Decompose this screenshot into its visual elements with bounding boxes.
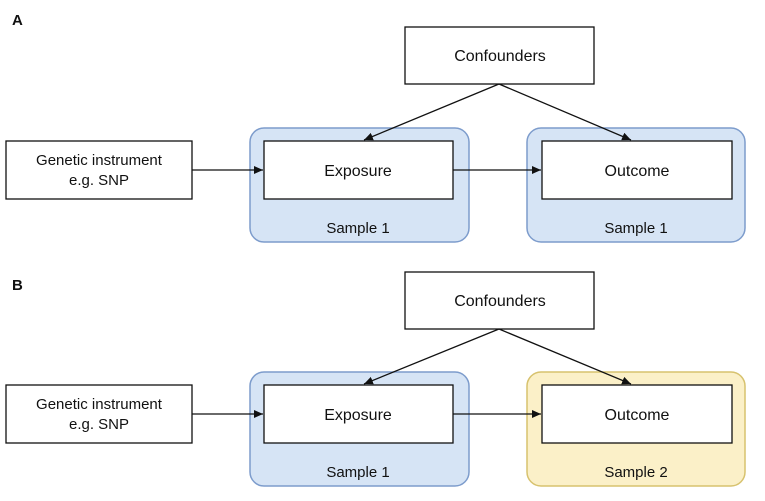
panel-a-instrument-label-line1: Genetic instrument: [36, 152, 163, 169]
panel-a-outcome-box: [541, 140, 733, 200]
panel-a-arrow-confounders-exposure: [363, 83, 500, 141]
panel-b-instrument-label-line2: e.g. SNP: [69, 416, 129, 433]
panel-a-outcome-sample-label: Sample 1: [604, 220, 667, 237]
panel-a-outcome-label: Outcome: [605, 163, 670, 180]
panel-a-exposure-sample-label: Sample 1: [326, 220, 389, 237]
panel-a-instrument-box: [5, 140, 193, 200]
panel-b-outcome-label: Outcome: [605, 407, 670, 424]
panel-b-exposure-box: [263, 384, 454, 444]
panel-b-exposure-sample-label: Sample 1: [326, 464, 389, 481]
panel-b-arrow-confounders-exposure: [363, 328, 500, 385]
panel-b-outcome-sample-label: Sample 2: [604, 464, 667, 481]
panel-b-arrow-confounders-outcome: [498, 328, 632, 385]
panel-b-letter: B: [12, 277, 23, 294]
panel-a: A Confounders Genetic instrument e.g. SN…: [5, 12, 746, 243]
panel-b-instrument-label-line1: Genetic instrument: [36, 396, 163, 413]
panel-b-instrument-box: [5, 384, 193, 444]
panel-b-confounders-box: [404, 271, 595, 330]
panel-a-letter: A: [12, 12, 23, 29]
panel-b-outcome-box: [541, 384, 733, 444]
panel-a-exposure-label: Exposure: [324, 163, 392, 180]
panel-a-instrument-label-line2: e.g. SNP: [69, 172, 129, 189]
panel-b: B Confounders Genetic instrument e.g. SN…: [5, 271, 746, 487]
panel-b-exposure-label: Exposure: [324, 407, 392, 424]
panel-a-arrow-confounders-outcome: [498, 83, 632, 141]
panel-a-confounders-label: Confounders: [454, 48, 546, 65]
panel-b-confounders-label: Confounders: [454, 293, 546, 310]
